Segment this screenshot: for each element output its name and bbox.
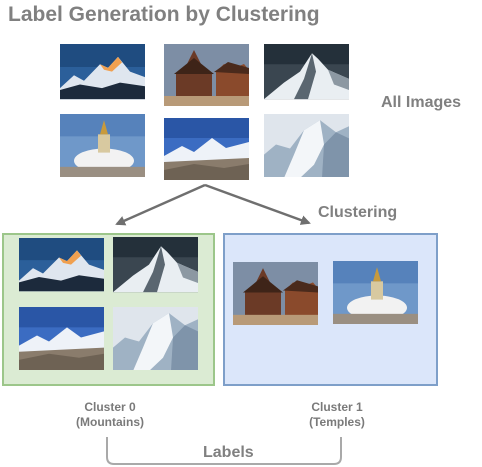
- clustering-label: Clustering: [318, 204, 398, 221]
- cluster-1-image-pagoda-temple: [233, 262, 318, 325]
- cluster-1-caption: Cluster 1 (Temples): [282, 400, 392, 430]
- cluster-0-image-glacier: [113, 307, 198, 370]
- cluster-0-image-rocky-valley: [19, 307, 104, 370]
- cluster-0-image-snowy-peak: [113, 237, 198, 294]
- labels-bracket: [106, 437, 342, 465]
- image-rocky-valley: [164, 118, 249, 180]
- labels-label: Labels: [201, 444, 256, 462]
- arrow-to-cluster-0: [115, 183, 206, 226]
- image-snowy-peak: [264, 44, 349, 101]
- image-glacier: [264, 114, 349, 177]
- cluster-0-name: Cluster 0: [84, 400, 136, 414]
- cluster-0-description: (Mountains): [76, 415, 144, 429]
- page-title: Label Generation by Clustering: [8, 3, 320, 26]
- image-mountain-sunset: [60, 44, 145, 101]
- arrow-to-cluster-1: [204, 183, 311, 225]
- all-images-label: All Images: [381, 94, 462, 111]
- image-pagoda-temple: [164, 44, 249, 106]
- cluster-1-name: Cluster 1: [311, 400, 363, 414]
- cluster-0-caption: Cluster 0 (Mountains): [55, 400, 165, 430]
- cluster-1-description: (Temples): [309, 415, 365, 429]
- cluster-1-image-stupa: [333, 261, 418, 324]
- cluster-0-image-mountain-sunset: [19, 238, 104, 293]
- image-stupa: [60, 114, 145, 177]
